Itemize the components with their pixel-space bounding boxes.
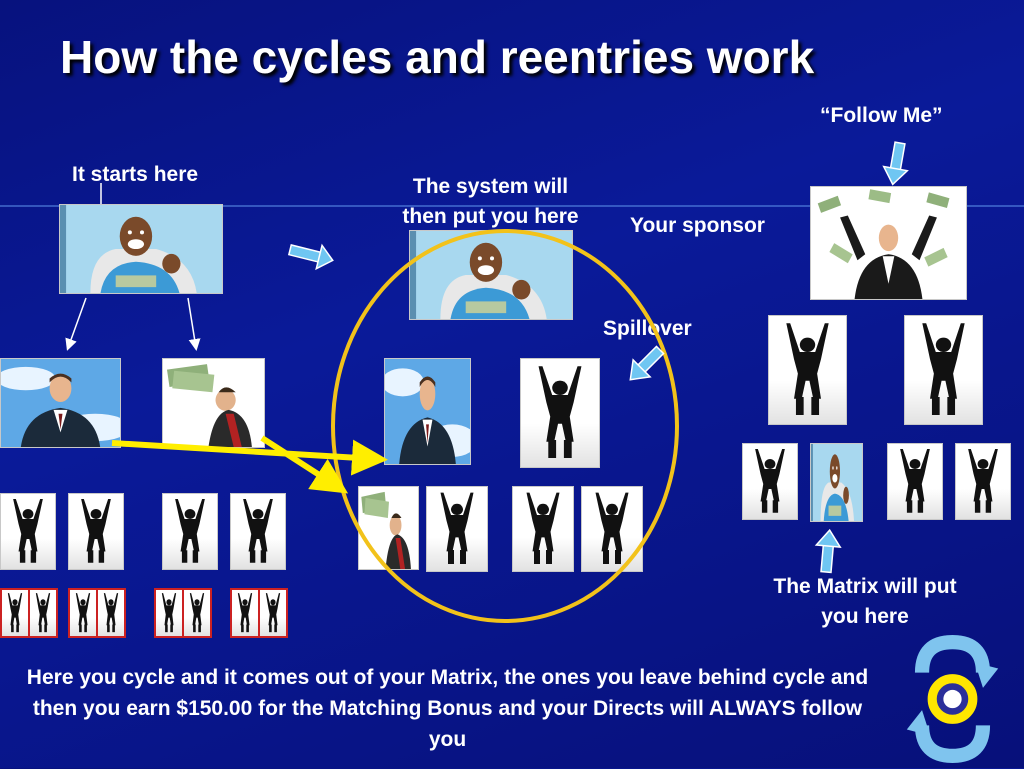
matrix-label-line2: you here: [821, 605, 909, 628]
silhouette-left-2: [68, 493, 124, 570]
silhouette-center-2: [512, 486, 574, 572]
silhouette-spillover: [520, 358, 600, 468]
your-sponsor-label: Your sponsor: [630, 214, 765, 237]
silhouette-right-bottom-2: [887, 443, 943, 520]
system-label-line2: then put you here: [402, 205, 579, 228]
slide-title: How the cycles and reentries work: [60, 31, 815, 83]
silhouette-right-top-2: [904, 315, 983, 425]
follow-me-label: “Follow Me”: [820, 104, 943, 127]
silhouette-left-4: [230, 493, 286, 570]
cycle-arrows-icon: [900, 632, 1005, 764]
arrow-matrix: [814, 528, 842, 574]
photo-businessman-center: [384, 358, 471, 465]
photo-sponsor: [810, 186, 967, 300]
silhouette-right-top-1: [768, 315, 847, 425]
silhouette-l4-4: [96, 588, 126, 638]
silhouette-l4-5: [154, 588, 184, 638]
silhouette-l4-3: [68, 588, 98, 638]
background-line: [0, 205, 1024, 207]
matrix-label: The Matrix will put you here: [745, 572, 985, 632]
arrow-to-left-child: [65, 297, 87, 351]
arrow-follow-me: [882, 141, 909, 186]
bottom-description: Here you cycle and it comes out of your …: [26, 666, 869, 751]
photo-money-man-center: [358, 486, 419, 570]
silhouette-l4-2: [28, 588, 58, 638]
yellow-arrow-businessman: [111, 439, 388, 476]
silhouette-right-bottom-3: [955, 443, 1011, 520]
system-label-line1: The system will: [412, 175, 569, 198]
silhouette-center-1: [426, 486, 488, 572]
silhouette-left-3: [162, 493, 218, 570]
cycle-circle: [331, 229, 679, 623]
silhouette-l4-1: [0, 588, 30, 638]
silhouette-right-bottom-1: [742, 443, 798, 520]
silhouette-left-1: [0, 493, 56, 570]
matrix-label-line1: The Matrix will put: [773, 575, 957, 598]
spillover-label: Spillover: [603, 317, 692, 340]
arrow-to-system: [287, 243, 334, 271]
arrow-spillover: [629, 345, 665, 381]
photo-you-matrix: [810, 443, 863, 522]
photo-you-start: [59, 204, 223, 294]
silhouette-l4-6: [182, 588, 212, 638]
yellow-arrow-money-man: [260, 435, 349, 494]
arrow-to-right-child: [187, 297, 201, 351]
silhouette-l4-7: [230, 588, 260, 638]
photo-businessman-left: [0, 358, 121, 448]
silhouette-l4-8: [258, 588, 288, 638]
system-label: The system will then put you here: [378, 172, 603, 232]
it-starts-here-label: It starts here: [72, 163, 199, 186]
